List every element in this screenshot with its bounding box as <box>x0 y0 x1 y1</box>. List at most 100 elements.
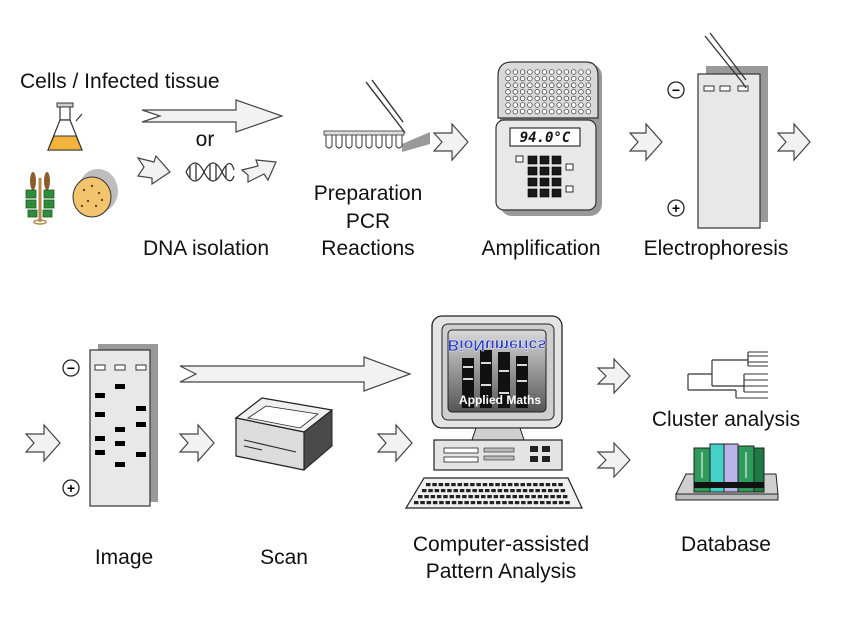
well <box>519 108 526 115</box>
keyboard-key <box>497 489 503 493</box>
label-cluster-analysis: Cluster analysis <box>651 408 801 431</box>
label-computer-assisted: Computer-assisted <box>412 533 590 556</box>
keyboard-key <box>476 483 481 487</box>
well <box>585 95 591 102</box>
keyboard-key <box>424 495 429 499</box>
well <box>556 75 562 82</box>
keyboard-key <box>550 495 555 499</box>
keyboard-key <box>502 501 507 505</box>
well <box>534 108 540 115</box>
well <box>519 75 526 82</box>
well-plate <box>505 69 591 115</box>
well <box>527 95 533 102</box>
well <box>519 95 526 102</box>
arrow-image-to-computer <box>179 356 412 392</box>
keyboard-key <box>507 483 513 487</box>
well <box>512 82 518 88</box>
well <box>541 108 548 115</box>
dendrogram-icon <box>687 351 768 399</box>
well <box>563 75 570 82</box>
keypad-key <box>539 166 550 176</box>
database-icon <box>675 443 779 501</box>
well <box>578 82 584 88</box>
keyboard-key <box>552 483 557 487</box>
well <box>534 102 540 108</box>
keyboard-keys <box>414 483 570 505</box>
keyboard-key <box>499 495 505 499</box>
keyboard-key <box>455 495 461 499</box>
keyboard-key <box>434 489 440 493</box>
well <box>556 108 562 115</box>
keypad-key <box>551 188 562 198</box>
keyboard-key <box>477 501 482 505</box>
well <box>563 89 570 95</box>
keyboard-key <box>443 495 448 499</box>
well <box>585 69 591 75</box>
keyboard-key <box>449 495 454 499</box>
label-image: Image <box>94 546 154 569</box>
well <box>556 69 562 75</box>
keyboard-key <box>495 501 501 505</box>
arrow-scan-to-computer <box>376 423 413 463</box>
well <box>563 69 570 75</box>
keyboard-key <box>510 489 515 493</box>
well <box>549 69 555 75</box>
well <box>563 95 570 102</box>
keyboard-key <box>439 501 444 505</box>
well <box>512 95 518 102</box>
keyboard-key <box>440 489 446 493</box>
keyboard-key <box>489 483 494 487</box>
label-or: or <box>195 128 215 151</box>
well <box>578 95 584 102</box>
keyboard-key <box>464 501 469 505</box>
keyboard-key <box>546 501 551 505</box>
well <box>519 69 526 75</box>
well <box>541 69 548 75</box>
keyboard-key <box>481 495 486 499</box>
well <box>571 95 577 102</box>
keypad-key <box>527 177 538 187</box>
keyboard-key <box>430 495 436 499</box>
minus-electrode-icon: − <box>667 81 685 99</box>
keypad-key <box>539 155 550 165</box>
well <box>519 82 526 88</box>
arrow-to-image <box>24 423 61 463</box>
well <box>541 102 548 108</box>
arrow-cells-to-preparation <box>141 99 284 133</box>
keyboard-key <box>493 495 499 499</box>
thermocycler-display: 94.0°C <box>520 130 571 146</box>
well <box>571 69 577 75</box>
well <box>556 95 562 102</box>
well <box>556 102 562 108</box>
keyboard-key <box>468 495 473 499</box>
arrow-samples-to-dna <box>136 154 171 186</box>
label-reactions: Reactions <box>321 237 415 260</box>
label-dna-isolation: DNA isolation <box>142 237 270 260</box>
keypad-key <box>565 163 574 171</box>
keyboard-key <box>472 489 477 493</box>
plant-icon <box>25 172 55 225</box>
keyboard-key <box>414 501 419 505</box>
keyboard-key <box>512 495 517 499</box>
well <box>578 102 584 108</box>
keypad-key <box>565 185 574 193</box>
well <box>563 102 570 108</box>
keyboard-key <box>514 483 519 487</box>
keyboard-key <box>554 489 559 493</box>
well <box>527 75 533 82</box>
well <box>505 89 511 95</box>
keyboard-key <box>503 489 509 493</box>
arrow-image-to-scan <box>178 423 215 463</box>
keyboard-key <box>489 501 495 505</box>
keyboard-key <box>527 501 532 505</box>
keyboard-key <box>482 483 488 487</box>
keyboard-key <box>466 489 471 493</box>
well <box>549 108 555 115</box>
well <box>571 89 577 95</box>
well <box>534 69 540 75</box>
well <box>571 102 577 108</box>
keypad-key <box>551 177 562 187</box>
well <box>512 89 518 95</box>
keypad-key <box>539 188 550 198</box>
